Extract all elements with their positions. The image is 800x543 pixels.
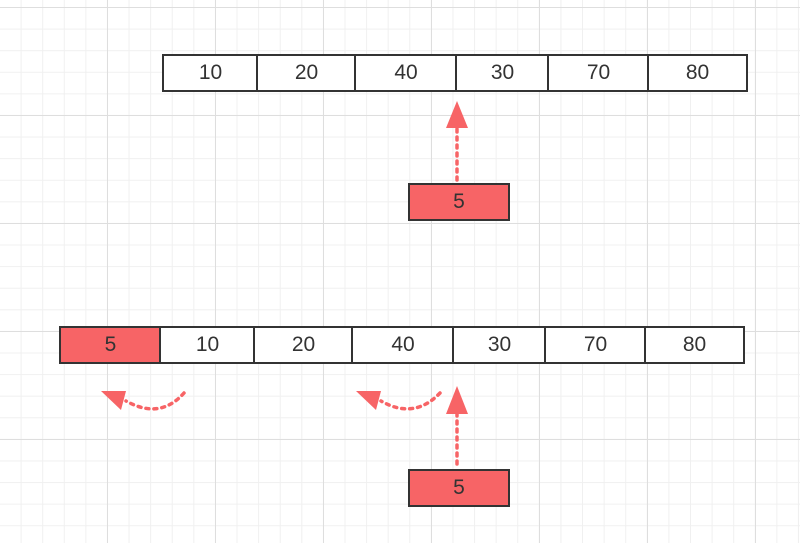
bottom-insert-element: 5 xyxy=(408,469,510,507)
bottom-array-cell-3: 20 xyxy=(253,326,354,364)
left-curved-arrowhead xyxy=(101,391,126,410)
top-array-cell-5: 70 xyxy=(547,54,650,92)
bottom-up-arrowhead xyxy=(446,386,468,414)
top-up-arrowhead xyxy=(446,101,468,128)
bottom-array-cell-6: 70 xyxy=(544,326,647,364)
bottom-array-cell-5: 30 xyxy=(452,326,547,364)
top-array-cell-3: 40 xyxy=(354,54,458,92)
top-array-cell-4: 30 xyxy=(455,54,550,92)
top-insert-element: 5 xyxy=(408,183,510,221)
top-array-cell-1: 10 xyxy=(162,54,259,92)
left-curved-arrow-shaft xyxy=(124,391,186,411)
top-array-cell-6: 80 xyxy=(647,54,748,92)
top-array-cell-2: 20 xyxy=(256,54,357,92)
bottom-array-cell-2: 10 xyxy=(159,326,256,364)
bottom-array-cell-4: 40 xyxy=(351,326,455,364)
mid-curved-arrow-shaft xyxy=(379,391,442,411)
mid-curved-arrowhead xyxy=(356,391,381,410)
bottom-array-cell-7: 80 xyxy=(644,326,745,364)
bottom-array-cell-1: 5 xyxy=(59,326,162,364)
